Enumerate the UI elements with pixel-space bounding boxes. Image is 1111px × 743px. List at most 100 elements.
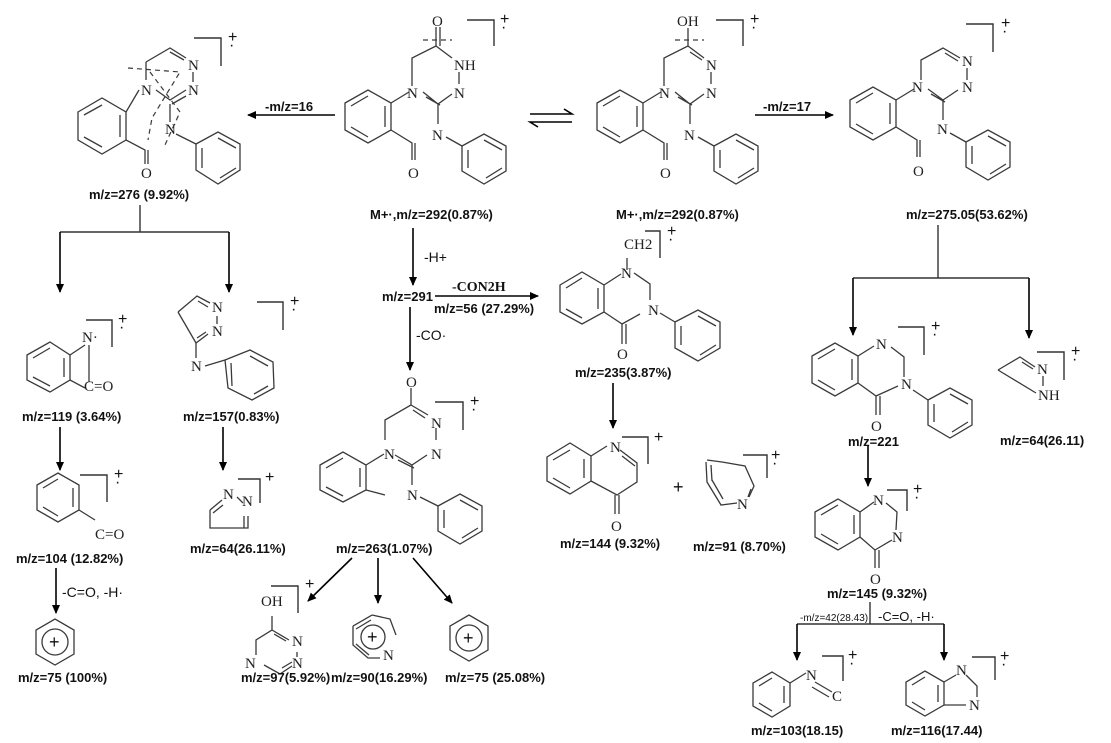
atom-n: N	[384, 447, 395, 463]
atom-n: N	[212, 300, 223, 316]
label-m157: m/z=157(0.83%)	[183, 409, 279, 424]
condition-loss-con2h: -CON2H	[452, 280, 506, 295]
atom-n: N	[962, 80, 973, 96]
label-m64-left: m/z=64(26.11%)	[190, 541, 286, 556]
atom-n: N	[188, 83, 199, 99]
label-m291: m/z=291	[382, 289, 433, 304]
condition-loss-co: -CO·	[416, 327, 446, 343]
label-m292-enol: M+·,m/z=292(0.87%)	[616, 207, 739, 222]
radical-dot: ·	[229, 37, 234, 54]
atom-o: O	[871, 419, 882, 435]
atom-n: N	[969, 698, 980, 714]
structure-m235	[559, 230, 721, 362]
structure-m75-benzyl	[35, 618, 75, 666]
label-m292-keto: M+·,m/z=292(0.87%)	[370, 207, 493, 222]
radical-dot: ·	[849, 655, 854, 672]
radical-dot: ·	[471, 401, 476, 418]
cation-plus: +	[463, 628, 474, 648]
atom-n: N	[242, 494, 253, 510]
structure-m91	[705, 454, 768, 506]
radical-cation-charge: +	[228, 29, 237, 46]
atom-nh: NH	[1038, 388, 1060, 404]
atom-n: N	[223, 487, 234, 503]
atom-n: N	[684, 128, 695, 144]
condition-loss17: -m/z=17	[763, 99, 811, 114]
atom-n: N	[876, 337, 887, 353]
structure-m103	[752, 655, 844, 718]
radical-cation-charge: +	[1071, 343, 1080, 360]
atom-n-radical: N·	[82, 330, 98, 346]
label-m75-100: m/z=75 (100%)	[18, 670, 107, 685]
label-m235: m/z=235(3.87%)	[575, 365, 671, 380]
structure-m145	[814, 489, 908, 568]
atom-ch2: CH2	[624, 237, 652, 253]
label-m116: m/z=116(17.44)	[891, 723, 982, 738]
structure-m157	[177, 295, 284, 401]
condition-loss16: -m/z=16	[265, 99, 313, 114]
atom-co: C=O	[95, 527, 124, 543]
label-m90: m/z=90(16.29%)	[331, 670, 427, 685]
structure-m104	[36, 472, 108, 523]
radical-dot: ·	[1072, 351, 1077, 368]
atom-n: N	[165, 122, 176, 138]
atom-oh: OH	[261, 594, 283, 610]
radical-dot: ·	[772, 455, 777, 472]
atom-n: N	[706, 58, 717, 74]
condition-loss56: m/z=56 (27.29%)	[434, 301, 534, 316]
atom-n: N	[621, 266, 632, 282]
label-m103: m/z=103(18.15)	[751, 723, 843, 738]
atom-n: N	[245, 656, 256, 672]
structure-m64-right	[997, 351, 1065, 394]
structure-m221	[811, 326, 973, 439]
atom-o: O	[611, 519, 622, 535]
radical-dot: ·	[291, 301, 296, 318]
label-m91: m/z=91 (8.70%)	[693, 539, 786, 554]
label-m145: m/z=145 (9.32%)	[827, 586, 927, 601]
label-m144: m/z=144 (9.32%)	[560, 536, 660, 551]
radical-cation-charge: +	[667, 223, 676, 240]
atom-n: N	[383, 648, 394, 664]
cation-plus: +	[49, 632, 60, 652]
atom-n: N	[962, 54, 973, 70]
atom-n: N	[956, 663, 967, 679]
structure-m119	[26, 319, 113, 393]
atom-n: N	[873, 493, 884, 509]
radical-cation-charge: +	[500, 11, 509, 28]
atom-n: N	[454, 86, 465, 102]
label-m75-25: m/z=75 (25.08%)	[445, 670, 545, 685]
structure-m292-enol	[596, 19, 759, 185]
cation-charge: +	[265, 469, 274, 486]
atom-o: O	[408, 166, 419, 182]
label-m276: m/z=276 (9.92%)	[89, 187, 189, 202]
atom-n: N	[737, 497, 748, 513]
atom-n: N	[937, 122, 948, 138]
structure-m292-keto	[344, 19, 507, 185]
atom-n: N	[212, 324, 223, 340]
equilibrium-arrow	[527, 108, 575, 128]
atom-o: O	[913, 164, 924, 180]
atom-n: N	[431, 447, 442, 463]
label-m104: m/z=104 (12.82%)	[16, 551, 123, 566]
structure-m90	[352, 614, 397, 659]
atom-n: N	[407, 86, 418, 102]
atom-n: N	[892, 530, 903, 546]
label-m221: m/z=221	[848, 434, 899, 449]
structure-m116	[905, 656, 996, 717]
structure-m64-left	[209, 478, 261, 529]
structure-m97	[255, 585, 299, 675]
atom-n: N	[188, 58, 199, 74]
label-m64-right: m/z=64(26.11)	[1000, 433, 1084, 448]
radical-cation-charge: +	[750, 11, 759, 28]
arrow-263-75	[412, 557, 453, 604]
atom-n: N	[659, 86, 670, 102]
atom-n: N	[431, 416, 442, 432]
radical-dot: ·	[115, 474, 120, 491]
radical-cation-charge: +	[114, 466, 123, 483]
atom-n: N	[901, 377, 912, 393]
structure-m275	[849, 23, 1011, 181]
radical-dot: ·	[501, 19, 506, 36]
condition-loss-co-h-right: -C=O, -H·	[878, 609, 935, 624]
radical-dot: ·	[1001, 656, 1006, 673]
condition-loss-co-h-left: -C=O, -H·	[62, 584, 123, 600]
